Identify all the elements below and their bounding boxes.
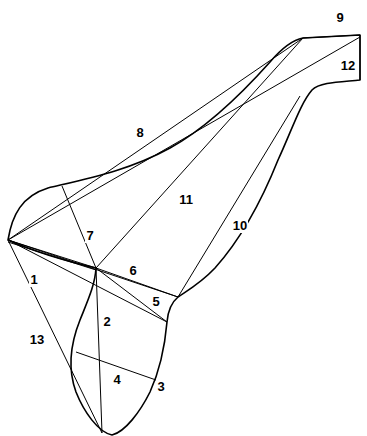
callout-number: 10 — [232, 219, 248, 233]
measure-line — [8, 37, 360, 240]
measure-line — [8, 240, 167, 322]
callout-number: 4 — [112, 373, 121, 387]
callout-number: 1 — [29, 273, 38, 287]
measure-line — [8, 240, 102, 433]
callout-number: 9 — [335, 11, 344, 25]
measure-line — [8, 242, 96, 270]
bone-outline — [8, 35, 360, 435]
callout-number: 3 — [156, 380, 165, 394]
measure-line — [303, 35, 360, 38]
measure-line — [96, 268, 102, 433]
callout-number: 12 — [340, 59, 356, 73]
measure-line — [360, 35, 361, 80]
callout-number: 5 — [151, 295, 160, 309]
callout-number: 2 — [102, 315, 111, 329]
measure-line — [96, 38, 303, 268]
callout-number: 11 — [178, 193, 194, 207]
measure-line — [62, 186, 96, 268]
measurement-lines — [8, 35, 360, 433]
measure-line — [8, 38, 303, 240]
callout-number: 13 — [29, 333, 45, 347]
callout-number: 6 — [128, 264, 137, 278]
callout-number: 8 — [135, 126, 144, 140]
bone-outline-path — [8, 35, 360, 435]
callout-number: 7 — [85, 229, 94, 243]
measure-line — [8, 240, 178, 297]
measure-line — [178, 96, 300, 297]
